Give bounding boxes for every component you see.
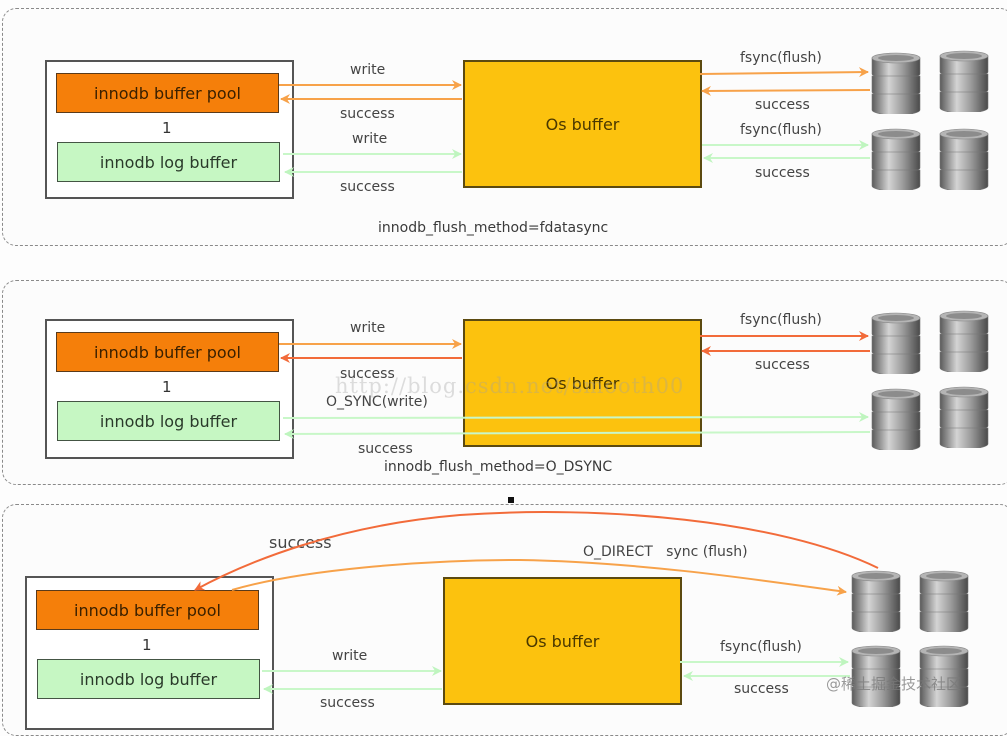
log-buffer-box: innodb log buffer <box>57 142 280 182</box>
log-success-label: success <box>320 695 375 711</box>
disk2-success-label: success <box>755 165 810 181</box>
direct-success-label: success <box>269 533 332 552</box>
log-buffer-box: innodb log buffer <box>57 401 280 441</box>
os-buffer-box: Os buffer <box>463 60 702 188</box>
juejin-watermark: @稀土掘金技术社区 <box>826 675 962 693</box>
log-success-label: success <box>358 441 413 457</box>
buffer-pool-box: innodb buffer pool <box>56 73 279 113</box>
database-cylinder-icon <box>939 128 989 190</box>
database-cylinder-icon <box>939 386 989 448</box>
database-cylinder-icon <box>871 388 921 450</box>
database-cylinder-icon <box>871 128 921 190</box>
database-cylinder-icon <box>851 570 901 632</box>
log-write-label: O_SYNC(write) <box>326 394 428 410</box>
separator-label: 1 <box>162 378 172 396</box>
database-cylinder-icon <box>851 645 901 707</box>
pool-write-label: write <box>350 62 386 78</box>
disk2-fsync-label: fsync(flush) <box>720 639 802 655</box>
buffer-pool-box: innodb buffer pool <box>36 590 259 630</box>
separator-label: 1 <box>142 636 152 654</box>
log-write-label: write <box>332 648 368 664</box>
disk2-fsync-label: fsync(flush) <box>740 122 822 138</box>
log-success-label: success <box>340 179 395 195</box>
os-buffer-box: Os buffer <box>463 319 702 447</box>
database-cylinder-icon <box>939 310 989 372</box>
disk1-success-label: success <box>755 357 810 373</box>
os-buffer-box: Os buffer <box>443 577 682 705</box>
log-buffer-box: innodb log buffer <box>37 659 260 699</box>
database-cylinder-icon <box>939 50 989 112</box>
separator-label: 1 <box>162 119 172 137</box>
database-cylinder-icon <box>919 645 969 707</box>
flush-method-caption: innodb_flush_method=O_DSYNC <box>384 459 613 475</box>
pool-write-label: write <box>350 320 386 336</box>
blog-watermark: http://blog.csdn.net/smooth00 <box>335 374 685 398</box>
flush-method-caption: innodb_flush_method=fdatasync <box>378 220 609 236</box>
pool-success-label: success <box>340 366 395 382</box>
disk2-success-label: success <box>734 681 789 697</box>
database-cylinder-icon <box>871 52 921 114</box>
disk1-fsync-label: fsync(flush) <box>740 312 822 328</box>
database-cylinder-icon <box>871 312 921 374</box>
direct-write-label: O_DIRECT sync (flush) <box>583 544 748 560</box>
disk1-fsync-label: fsync(flush) <box>740 50 822 66</box>
log-write-label: write <box>352 131 388 147</box>
stray-marker <box>508 497 514 503</box>
disk1-success-label: success <box>755 97 810 113</box>
buffer-pool-box: innodb buffer pool <box>56 332 279 372</box>
database-cylinder-icon <box>919 570 969 632</box>
pool-success-label: success <box>340 106 395 122</box>
